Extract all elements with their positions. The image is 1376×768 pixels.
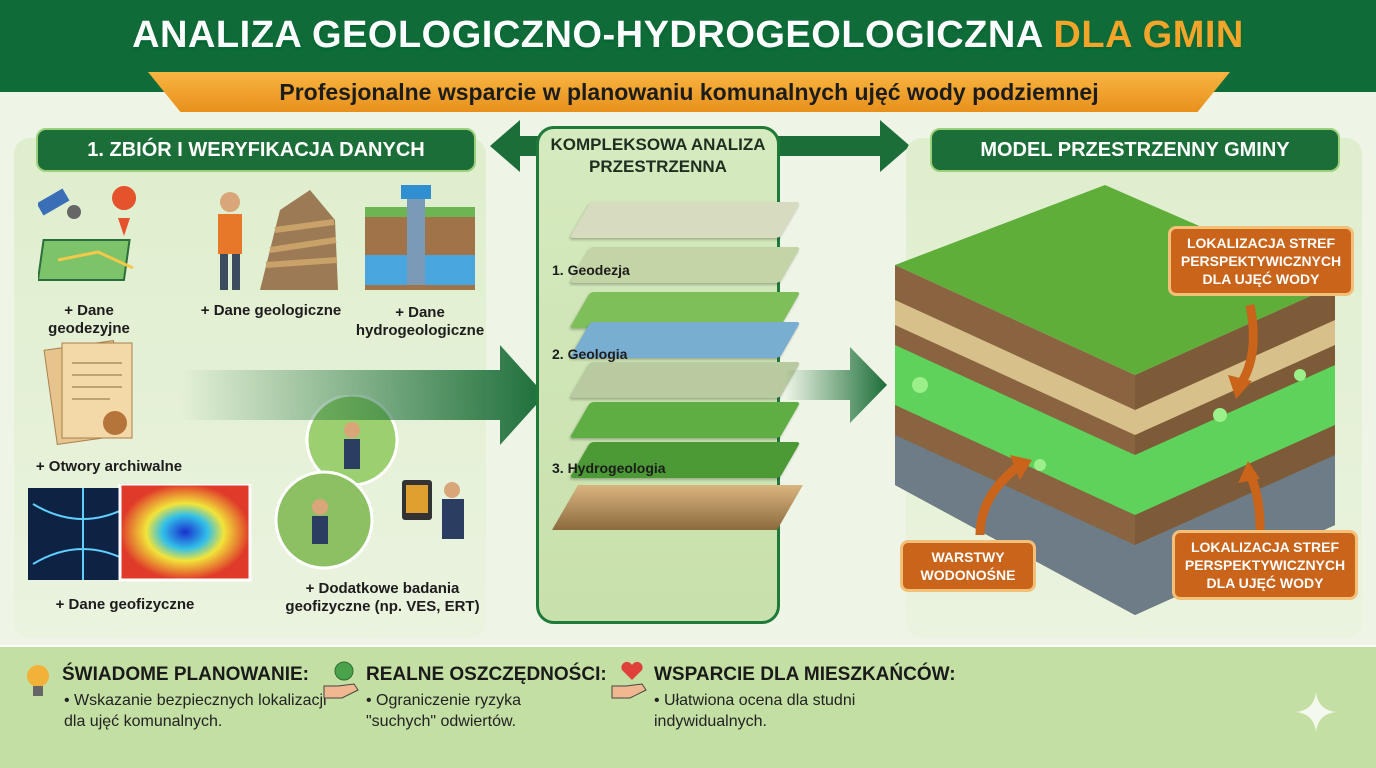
benefit-text-savings: • Ograniczenie ryzyka "suchych" odwiertó… xyxy=(366,692,521,730)
item-hydrogeological: + Dane hydrogeologiczne xyxy=(355,304,485,339)
callout-arrows-icon xyxy=(975,304,1265,536)
page-title: ANALIZA GEOLOGICZNO-HYDROGEOLOGICZNA DLA… xyxy=(0,14,1376,57)
flow-arrow-right-icon xyxy=(785,347,887,423)
benefit-title-planning: ŚWIADOME PLANOWANIE: xyxy=(62,664,309,685)
item-geodetic: + Dane geodezyjne xyxy=(48,302,130,337)
heart-hand-icon xyxy=(611,661,647,699)
callout-perspective-zones-top: LOKALIZACJA STREF PERSPEKTYWICZNYCH DLA … xyxy=(1168,226,1354,296)
spatial-model-title: MODEL PRZESTRZENNY GMINY xyxy=(930,128,1340,172)
geologist-rock-icon xyxy=(218,190,338,290)
geophysics-maps-icon xyxy=(28,484,252,582)
benefit-text-planning: • Wskazanie bezpiecznych lokalizacji dla… xyxy=(64,692,327,730)
layer-label-geology: 2. Geologia xyxy=(552,346,628,362)
title-highlight: DLA GMIN xyxy=(1053,14,1244,56)
title-main: ANALIZA GEOLOGICZNO-HYDROGEOLOGICZNA xyxy=(132,14,1043,56)
satellite-map-icon xyxy=(38,186,137,281)
benefit-text-residents: • Ułatwiona ocena dla studni indywidualn… xyxy=(654,692,856,730)
item-geological: + Dane geologiczne xyxy=(200,302,342,319)
item-additional-geophysics: + Dodatkowe badania geofizyczne (np. VES… xyxy=(285,580,480,615)
data-collection-title: 1. ZBIÓR I WERYFIKACJA DANYCH xyxy=(36,128,476,172)
benefit-title-residents: WSPARCIE DLA MIESZKAŃCÓW: xyxy=(654,664,956,685)
archive-documents-icon xyxy=(43,340,133,445)
lightbulb-icon xyxy=(27,665,49,696)
borehole-icon xyxy=(365,185,475,290)
callout-perspective-zones-bottom: LOKALIZACJA STREF PERSPEKTYWICZNYCH DLA … xyxy=(1172,530,1358,600)
layer-label-hydrogeology: 3. Hydrogeologia xyxy=(552,460,666,476)
layer-label-geodesy: 1. Geodezja xyxy=(552,262,630,278)
item-geophysical: + Dane geofizyczne xyxy=(55,596,195,613)
benefits-band xyxy=(0,645,1376,768)
sparkle-icon xyxy=(1296,692,1336,732)
flow-arrow-icon xyxy=(180,345,545,445)
callout-aquifers: WARSTWY WODONOŚNE xyxy=(900,540,1036,592)
item-archive-boreholes: + Otwory archiwalne xyxy=(35,458,183,475)
subtitle-banner: Profesjonalne wsparcie w planowaniu komu… xyxy=(148,72,1230,112)
coin-hand-icon xyxy=(323,661,359,699)
benefit-title-savings: REALNE OSZCZĘDNOŚCI: xyxy=(366,664,607,685)
spatial-analysis-title: KOMPLEKSOWA ANALIZA PRZESTRZENNA xyxy=(550,135,766,176)
